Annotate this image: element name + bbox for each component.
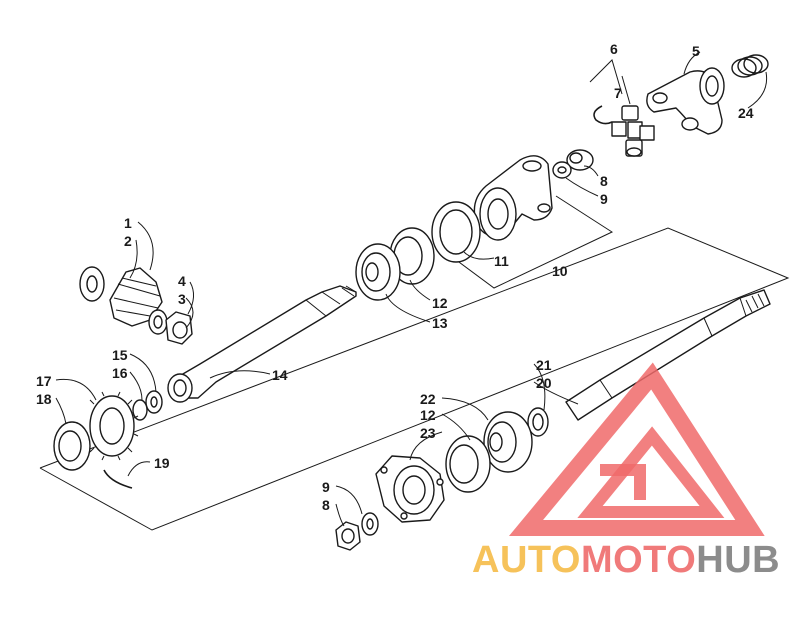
callout-5: 5 [692,43,700,59]
svg-text:AUTOMOTOHUB: AUTOMOTOHUB [472,539,780,581]
callout-17: 17 [36,373,52,389]
callout-1: 1 [124,215,132,231]
callout-9-lower: 9 [322,479,330,495]
callout-18: 18 [36,391,52,407]
ring-gear-17 [89,391,139,461]
output-shaft-20 [565,289,771,421]
callout-12-top: 12 [432,295,448,311]
callout-9-top: 9 [600,191,608,207]
bearing-12-lower [445,435,491,493]
watermark-text-hub: HUB [696,539,780,581]
washer-21 [527,407,549,437]
callout-2: 2 [124,233,132,249]
nut-washer-8-9-lower [335,512,379,551]
bearing-18 [53,421,91,471]
spacer-16 [132,399,148,421]
callout-6: 6 [610,41,618,57]
callout-13: 13 [432,315,448,331]
callout-7: 7 [614,85,622,101]
callout-16: 16 [112,365,128,381]
yoke-10 [473,155,553,241]
washer-15 [145,390,163,414]
callout-4: 4 [178,273,186,289]
callout-3: 3 [178,291,186,307]
nut-8-top [552,149,594,179]
callout-20: 20 [536,375,552,391]
yoke-5 [646,67,725,135]
callout-24: 24 [738,105,754,121]
assembly-frame-main [39,227,790,531]
callout-8-top: 8 [600,173,608,189]
leader-lines [55,51,768,527]
watermark-text-auto: AUTO [472,539,581,581]
bearing-12-13 [355,227,435,301]
callout-23: 23 [420,425,436,441]
callout-8-lower: 8 [322,497,330,513]
callout-12-lower: 12 [420,407,436,423]
washer-3 [148,309,168,335]
watermark-logo: AUTOMOTOHUB [472,362,780,581]
callout-19: 19 [154,455,170,471]
seal-11 [431,201,481,263]
bevel-gear-2 [109,267,163,327]
callout-22: 22 [420,391,436,407]
callout-21: 21 [536,357,552,373]
callout-11: 11 [494,253,509,269]
circlip-19 [103,469,133,489]
callout-14: 14 [272,367,288,383]
nut-4 [165,311,193,345]
drive-shaft-14 [167,285,357,403]
callout-15: 15 [112,347,128,363]
callout-10: 10 [552,263,568,279]
assembly-frame-10 [439,195,614,289]
bracket-6 [589,59,623,95]
flange-housing-23 [375,455,445,523]
washer-1 [79,266,105,302]
watermark-text-moto: MOTO [581,539,696,581]
snap-ring-7 [593,105,613,125]
watermark-triangle-icon [508,362,765,536]
universal-joint-cross-6 [611,105,655,157]
spring-rings-24 [731,54,769,78]
bearing-22 [483,411,533,473]
callout-labels: 1 2 3 4 5 6 7 8 9 10 11 12 13 14 15 16 1… [36,41,754,513]
